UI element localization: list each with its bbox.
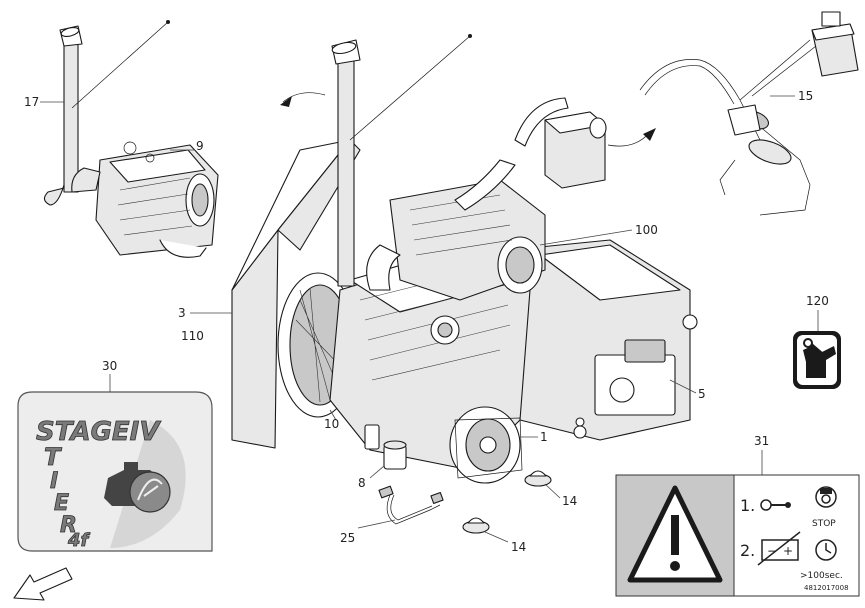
svg-text:−: − (767, 544, 777, 558)
part-14-mount-lower[interactable] (462, 517, 490, 534)
callout-110: 110 (181, 329, 204, 343)
part-25-cable-harness[interactable] (378, 485, 444, 525)
rotate-arrow-right-icon (607, 128, 656, 147)
leader-14b (484, 531, 509, 543)
warning-step-2: 2. (740, 541, 755, 560)
svg-text:+: + (783, 544, 793, 558)
callout-120: 120 (806, 294, 829, 308)
callout-3: 3 (178, 306, 186, 320)
battery-icon: − + (757, 531, 801, 566)
center-exhaust-stack[interactable] (331, 34, 472, 287)
callout-8: 8 (358, 476, 366, 490)
stage-e: E (54, 491, 69, 516)
leader-25 (357, 519, 396, 529)
stage-line-1: STAGEIV (36, 417, 161, 447)
callout-100: 100 (635, 223, 658, 237)
warning-stop-label: STOP (812, 519, 836, 529)
exclamation-triangle-icon (627, 485, 723, 583)
direction-arrow-icon (13, 567, 73, 601)
part-14-mount-upper[interactable] (524, 470, 552, 487)
callout-30: 30 (102, 359, 117, 373)
part-30-stage-iv-decal[interactable]: STAGEIV T I E R 4f (17, 391, 213, 552)
warning-step-1: 1. (740, 496, 755, 515)
key-icon (760, 499, 791, 511)
rotate-arrow-left-icon (280, 92, 326, 107)
callout-17: 17 (24, 95, 39, 109)
warning-part-number: 4812017008 (804, 584, 849, 592)
callout-5: 5 (698, 387, 706, 401)
leader-100 (539, 229, 633, 246)
leader-8 (369, 465, 385, 479)
stage-i: I (50, 469, 58, 494)
leader-5 (669, 379, 697, 394)
part-120-service-decal[interactable] (793, 331, 841, 389)
callout-9: 9 (196, 139, 204, 153)
callout-14b: 14 (511, 540, 526, 554)
wrench-hand-icon (803, 338, 836, 378)
part-31-warning-decal[interactable]: 1. STOP 2. − + >100sec. 4812017008 (615, 474, 860, 597)
callout-1: 1 (540, 430, 548, 444)
callout-31: 31 (754, 434, 769, 448)
callout-15: 15 (798, 89, 813, 103)
part-100-intake-assembly[interactable] (366, 179, 546, 345)
clock-icon (815, 539, 837, 561)
part-17-exhaust-stack[interactable] (43, 20, 170, 206)
stop-engine-icon (815, 486, 837, 508)
part-9-aftertreatment-module[interactable] (71, 141, 219, 258)
stage-r: R (60, 513, 77, 538)
engine-leaf-icon (104, 462, 171, 513)
part-15-line-assembly[interactable] (639, 11, 859, 216)
callout-25: 25 (340, 531, 355, 545)
stage-4f: 4f (67, 530, 91, 551)
leader-14a (544, 483, 561, 499)
coolant-reservoir[interactable] (454, 97, 607, 211)
leader-10 (329, 409, 337, 421)
callout-14a: 14 (562, 494, 577, 508)
stage-t: T (44, 443, 62, 471)
warning-time-label: >100sec. (800, 571, 843, 581)
part-8-filter[interactable] (364, 424, 407, 470)
callout-10: 10 (324, 417, 339, 431)
